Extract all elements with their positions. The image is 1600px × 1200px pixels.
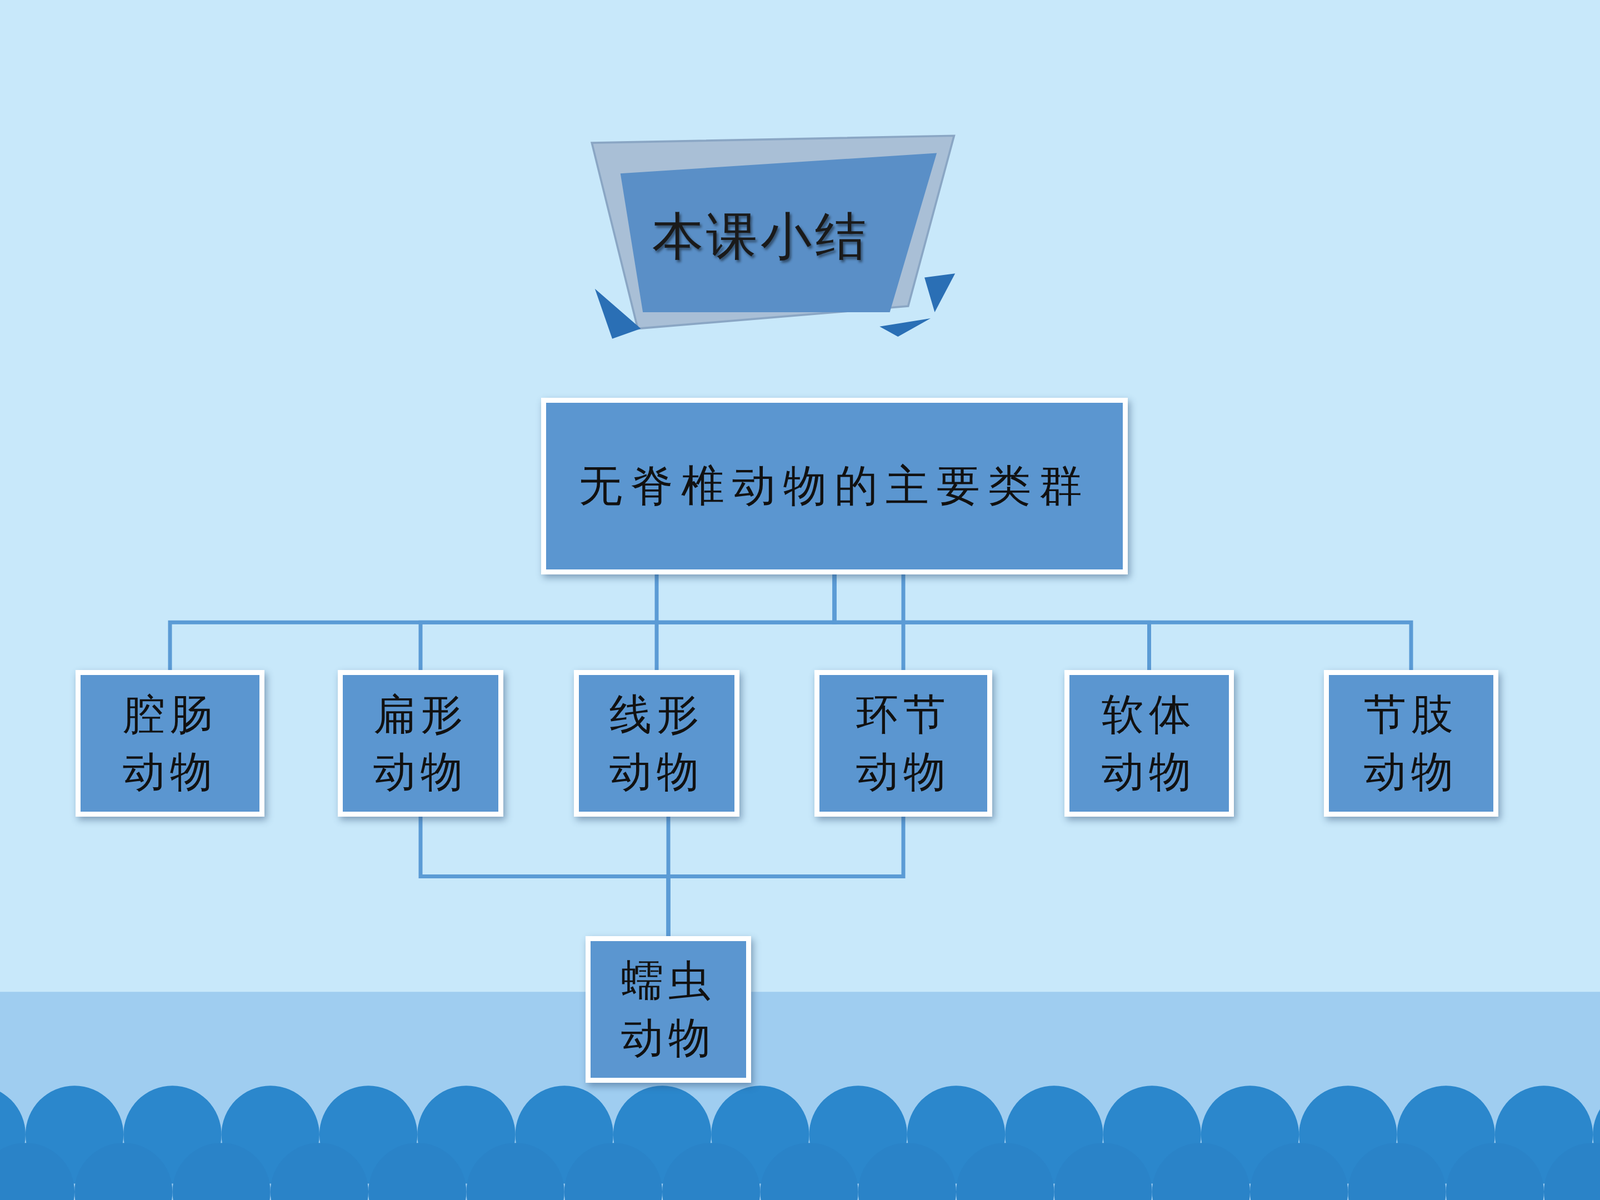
category-box: 环节 动物: [814, 670, 993, 817]
box-label: 环节 动物: [842, 686, 965, 800]
scallop: [1543, 1142, 1600, 1200]
scallop: [0, 1142, 75, 1200]
tree-connector: [654, 574, 659, 670]
scallop: [1347, 1142, 1446, 1200]
tree-connector: [420, 816, 669, 937]
box-label: 腔肠 动物: [108, 686, 232, 800]
category-box: 软体 动物: [1064, 670, 1234, 817]
category-box: 蠕虫 动物: [585, 936, 752, 1083]
scallop: [466, 1142, 564, 1200]
box-label: 扁形 动物: [359, 686, 482, 800]
tree-connector: [170, 574, 835, 670]
scallop: [858, 1142, 957, 1200]
box-label: 节肢 动物: [1350, 686, 1473, 800]
scallop: [270, 1142, 369, 1200]
box-label: 蠕虫 动物: [607, 952, 730, 1067]
box-label: 线形 动物: [595, 686, 718, 800]
category-box: 节肢 动物: [1323, 670, 1499, 817]
box-label: 软体 动物: [1087, 686, 1210, 800]
slide-title: 本课小结: [652, 202, 869, 272]
box-label: 无脊椎动物的主要类群: [578, 456, 1090, 515]
scallop: [1053, 1142, 1152, 1200]
scallop: [662, 1142, 760, 1200]
title-banner: [591, 135, 955, 339]
scallop: [564, 1142, 663, 1200]
category-box: 腔肠 动物: [75, 670, 265, 817]
scallop-row: [0, 1085, 1600, 1200]
scallop: [1250, 1142, 1348, 1200]
category-box: 扁形 动物: [337, 670, 504, 817]
tree-connector: [834, 574, 1412, 670]
scallop: [74, 1142, 173, 1200]
root-box: 无脊椎动物的主要类群: [541, 397, 1128, 575]
category-box: 线形 动物: [573, 670, 740, 817]
scallop: [368, 1142, 467, 1200]
scallop: [172, 1142, 270, 1200]
scallop: [1152, 1142, 1250, 1200]
tree-connector: [668, 816, 904, 937]
scallop: [1446, 1142, 1544, 1200]
scallop: [760, 1142, 858, 1200]
tree-connector: [420, 574, 835, 670]
scallop: [956, 1142, 1054, 1200]
